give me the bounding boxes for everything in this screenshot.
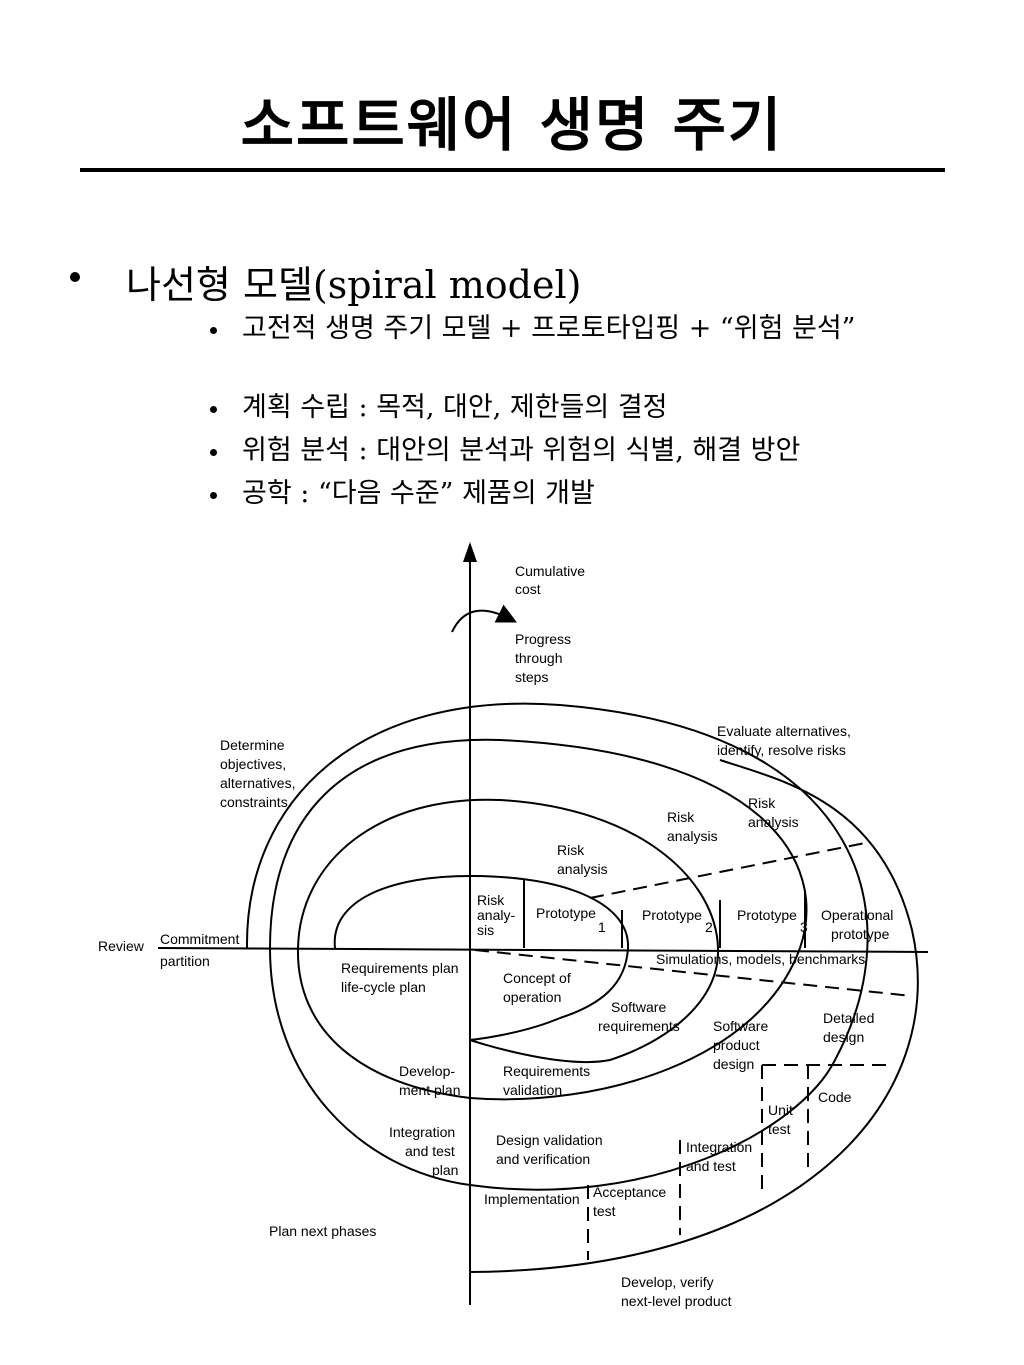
sub-bullet-text: 고전적 생명 주기 모델 + 프로토타입핑 + “위험 분석” bbox=[242, 313, 856, 344]
operational-prototype-label: Operational prototype bbox=[821, 907, 897, 942]
unit-test-label: Unit test bbox=[768, 1102, 797, 1137]
spiral-outer bbox=[469, 759, 919, 1273]
bullet-dot bbox=[210, 449, 217, 456]
bullet-dot bbox=[210, 492, 217, 499]
detailed-design-label: Detailed design bbox=[823, 1010, 878, 1045]
spiral-loop-2 bbox=[296, 798, 720, 1099]
implementation-label: Implementation bbox=[484, 1191, 580, 1207]
vertical-axis-arrow bbox=[463, 542, 477, 562]
sub-bullet-text: 공학 : “다음 수준” 제품의 개발 bbox=[242, 478, 595, 509]
software-requirements-label: Software requirements bbox=[598, 999, 680, 1034]
acceptance-test-label: Acceptance test bbox=[593, 1184, 670, 1219]
risk-analysis-mid: Risk analysis bbox=[667, 809, 718, 844]
concept-label: Concept of operation bbox=[503, 970, 575, 1005]
risk-analysis-inner: Risk analysis bbox=[557, 842, 608, 877]
page-title: 소프트웨어 생명 주기 bbox=[240, 91, 784, 159]
risk-radial bbox=[589, 842, 866, 899]
review-label: Review bbox=[98, 938, 145, 954]
risk-analysis-outer: Risk analysis bbox=[748, 795, 799, 830]
progress-arrow bbox=[451, 604, 517, 633]
develop-verify-label: Develop, verify next-level product bbox=[621, 1274, 732, 1309]
software-product-design-label: Software product design bbox=[713, 1018, 772, 1072]
commitment-label: Commitment bbox=[160, 931, 239, 947]
bullet-dot bbox=[70, 272, 80, 282]
spiral-loop-1 bbox=[333, 874, 630, 1019]
prototype-3-label: Prototype bbox=[737, 907, 797, 923]
requirements-validation-label: Requirements validation bbox=[503, 1063, 594, 1098]
title-divider bbox=[80, 168, 945, 172]
design-validation-label: Design validation and verification bbox=[496, 1132, 607, 1167]
cumulative-cost-label: Cumulative cost bbox=[515, 563, 589, 597]
determine-label: Determine objectives, alternatives, cons… bbox=[220, 737, 299, 810]
integration-test-label: Integration and test bbox=[686, 1139, 756, 1174]
prototype-2-label: Prototype bbox=[642, 907, 702, 923]
spiral-loop-4 bbox=[245, 702, 869, 1191]
evaluate-label: Evaluate alternatives, identify, resolve… bbox=[717, 723, 855, 758]
simulations-label: Simulations, models, benchmarks bbox=[656, 951, 865, 967]
prototype-1-number: 1 bbox=[598, 919, 606, 935]
prototype-1-label: Prototype bbox=[536, 905, 596, 921]
plan-next-phases-label: Plan next phases bbox=[269, 1223, 376, 1239]
sub-bullet-text: 계획 수립 : 목적, 대안, 제한들의 결정 bbox=[242, 392, 668, 423]
development-plan-label: Develop- ment plan bbox=[399, 1063, 460, 1098]
integration-plan-label: Integration and test plan bbox=[389, 1124, 459, 1178]
sub-bullet-text: 위험 분석 : 대안의 분석과 위험의 식별, 해결 방안 bbox=[242, 435, 801, 466]
main-bullet-text: 나선형 모델(spiral model) bbox=[126, 263, 582, 307]
prototype-2-number: 2 bbox=[705, 919, 713, 935]
bullet-dot bbox=[210, 406, 217, 413]
partition-label: partition bbox=[160, 953, 210, 969]
bullet-dot bbox=[210, 327, 217, 334]
risk-analysis-center: Risk analy- sis bbox=[477, 892, 519, 938]
prototype-3-number: 3 bbox=[800, 919, 808, 935]
requirements-plan-label: Requirements plan life-cycle plan bbox=[341, 960, 462, 995]
engineering-radial bbox=[474, 949, 913, 997]
progress-label: Progress through steps bbox=[515, 631, 575, 685]
spiral-loop-3 bbox=[268, 738, 808, 1186]
code-label: Code bbox=[818, 1089, 852, 1105]
